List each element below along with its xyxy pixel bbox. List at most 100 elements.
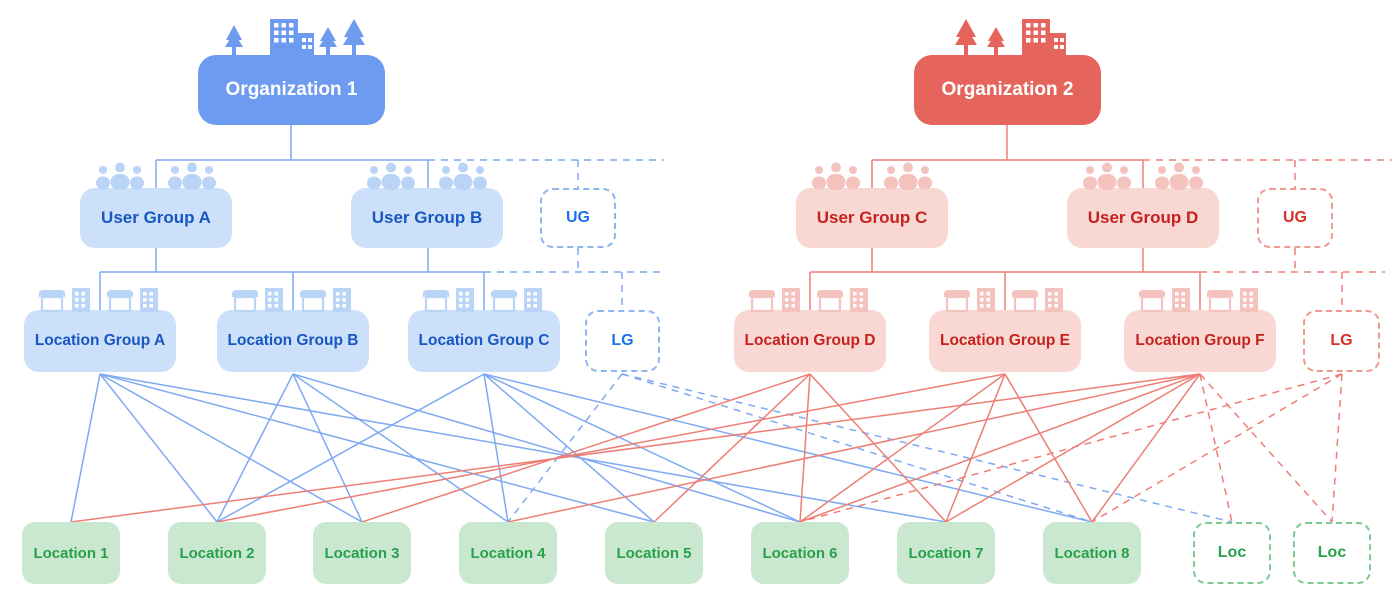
people-icon [796, 160, 948, 190]
location-group-f-label: Location Group F [1135, 332, 1265, 349]
edge-lgY-loc8 [1091, 373, 1343, 523]
people-icon [351, 160, 503, 190]
storefront-buildings-icon [929, 284, 1081, 312]
location-group-a-label: Location Group A [34, 332, 166, 349]
location-3-label: Location 3 [324, 544, 400, 562]
user-group-placeholder-red-label: UG [1283, 209, 1307, 226]
edge-lgA-loc5 [99, 373, 655, 523]
user-group-d-node: User Group D [1067, 188, 1219, 248]
location-4-node: Location 4 [459, 522, 557, 584]
user-group-a-label: User Group A [101, 208, 211, 227]
edge-lgE-loc8 [1004, 373, 1093, 523]
location-group-e-node: Location Group E [929, 310, 1081, 372]
edge-lgB-loc6 [292, 373, 801, 523]
edge-lgD-loc6 [799, 373, 811, 523]
location-8-node: Location 8 [1043, 522, 1141, 584]
edge-lgA-loc7 [99, 373, 947, 523]
edge-lgA-loc2 [99, 373, 218, 523]
edge-lgF-loc7 [945, 373, 1201, 523]
user-group-placeholder-blue-label: UG [566, 209, 590, 226]
location-group-b-label: Location Group B [227, 332, 359, 349]
location-1-label: Location 1 [33, 544, 109, 562]
user-group-c-label: User Group C [816, 208, 928, 227]
location-group-placeholder-blue-label: LG [611, 332, 634, 349]
location-7-label: Location 7 [908, 544, 984, 562]
location-1-node: Location 1 [22, 522, 120, 584]
org1-node: Organization 1 [198, 55, 385, 125]
location-group-d-label: Location Group D [744, 332, 876, 349]
edge-lgF-locP1 [1199, 373, 1233, 523]
people-icon [80, 160, 232, 190]
edge-lgC-loc5 [483, 373, 655, 523]
edge-lgA-loc1 [70, 373, 101, 523]
location-placeholder-2-label: Loc [1317, 544, 1347, 561]
location-placeholder-2-node: Loc [1293, 522, 1371, 584]
user-group-placeholder-blue-node: UG [540, 188, 616, 248]
edge-lgF-loc8 [1091, 373, 1201, 523]
location-2-node: Location 2 [168, 522, 266, 584]
edge-lgE-loc7 [945, 373, 1006, 523]
edge-lgD-loc3 [361, 373, 811, 523]
edge-lgY-loc6 [799, 373, 1343, 523]
user-group-b-label: User Group B [371, 208, 483, 227]
location-5-node: Location 5 [605, 522, 703, 584]
org2-label: Organization 2 [941, 79, 1074, 100]
edge-lgE-loc2 [216, 373, 1006, 523]
location-group-d-node: Location Group D [734, 310, 886, 372]
location-6-label: Location 6 [762, 544, 838, 562]
user-group-c-node: User Group C [796, 188, 948, 248]
group-to-location-lines [70, 373, 1343, 523]
storefront-buildings-icon [24, 284, 176, 312]
edge-lgF-loc1 [70, 373, 1201, 523]
edge-lgA-loc3 [99, 373, 363, 523]
storefront-buildings-icon [734, 284, 886, 312]
location-group-c-label: Location Group C [418, 332, 550, 349]
location-group-b-node: Location Group B [217, 310, 369, 372]
location-4-label: Location 4 [470, 544, 546, 562]
org2-buildings-trees-icon [914, 17, 1101, 57]
org1-label: Organization 1 [225, 79, 358, 100]
edge-lgE-loc6 [799, 373, 1006, 523]
people-icon [1067, 160, 1219, 190]
location-group-placeholder-red-node: LG [1303, 310, 1380, 372]
location-group-placeholder-blue-node: LG [585, 310, 660, 372]
location-placeholder-1-node: Loc [1193, 522, 1271, 584]
edge-lgB-loc2 [216, 373, 294, 523]
location-group-e-label: Location Group E [939, 332, 1071, 349]
edge-lgF-locP2 [1199, 373, 1333, 523]
edge-lgC-loc8 [483, 373, 1093, 523]
edge-lgB-loc4 [292, 373, 509, 523]
user-group-b-node: User Group B [351, 188, 503, 248]
location-8-label: Location 8 [1054, 544, 1130, 562]
edge-lgD-loc5 [653, 373, 811, 523]
edge-lgD-loc7 [809, 373, 947, 523]
location-placeholder-1-label: Loc [1217, 544, 1247, 561]
storefront-buildings-icon [408, 284, 560, 312]
user-group-a-node: User Group A [80, 188, 232, 248]
location-group-a-node: Location Group A [24, 310, 176, 372]
user-group-d-label: User Group D [1087, 208, 1199, 227]
location-group-c-node: Location Group C [408, 310, 560, 372]
org2-node: Organization 2 [914, 55, 1101, 125]
storefront-buildings-icon [1124, 284, 1276, 312]
edge-lgX-loc8 [621, 373, 1093, 523]
location-2-label: Location 2 [179, 544, 255, 562]
edge-lgC-loc6 [483, 373, 801, 523]
location-6-node: Location 6 [751, 522, 849, 584]
edge-lgY-locP2 [1331, 373, 1343, 523]
location-group-placeholder-red-label: LG [1330, 332, 1353, 349]
edge-lgX-loc4 [507, 373, 623, 523]
org1-buildings-trees-icon [198, 17, 385, 57]
user-group-placeholder-red-node: UG [1257, 188, 1333, 248]
location-3-node: Location 3 [313, 522, 411, 584]
edge-lgX-locP1 [621, 373, 1233, 523]
location-group-f-node: Location Group F [1124, 310, 1276, 372]
location-7-node: Location 7 [897, 522, 995, 584]
edge-lgB-loc3 [292, 373, 363, 523]
edge-lgF-loc6 [799, 373, 1201, 523]
edge-lgC-loc2 [216, 373, 485, 523]
edge-lgF-loc4 [507, 373, 1201, 523]
storefront-buildings-icon [217, 284, 369, 312]
edge-lgC-loc4 [483, 373, 509, 523]
